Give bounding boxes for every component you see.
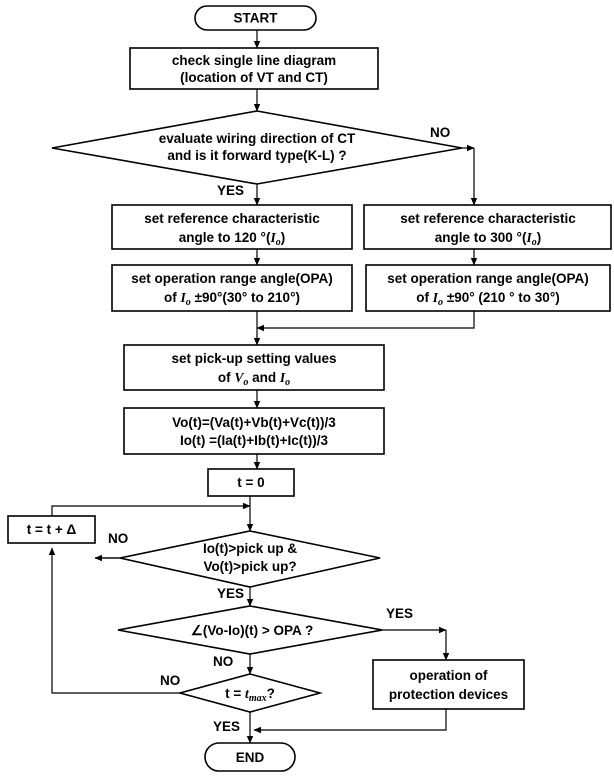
pickup-check-line-2: Vo(t)>pick up?	[203, 559, 296, 574]
pickup-decision: Io(t)>pick up & Vo(t)>pick up?	[119, 530, 381, 588]
formula-vo: Vo(t)=(Va(t)+Vb(t)+Vc(t))/3	[172, 415, 336, 430]
t-zero-label: t = 0	[237, 475, 264, 490]
check-process: check single line diagram (location of V…	[129, 47, 379, 90]
angle-no-label: NO	[213, 654, 233, 669]
ref-right-line-2: angle to 300 °(Io)	[435, 230, 541, 248]
tmax-decision: t = tmax?	[176, 673, 324, 713]
protection-process: operation of protection devices	[372, 659, 525, 710]
pickup-check-line-1: Io(t)>pick up &	[203, 541, 297, 556]
line-tinc-loop-back	[51, 502, 251, 516]
tmax-check-label: t = tmax?	[225, 686, 275, 704]
line-oparight-merge	[256, 311, 475, 332]
line-tmax-no-loop	[48, 547, 180, 694]
t-zero-process: t = 0	[207, 468, 295, 497]
opa-left-line-2: of Io ±90°(30° to 210°)	[164, 290, 300, 308]
opa-right-process: set operation range angle(OPA) of Io ±90…	[365, 264, 611, 312]
formula-io: Io(t) =(Ia(t)+Ib(t)+Ic(t))/3	[180, 433, 329, 448]
pickup-line-2: of Vo and Io	[218, 370, 290, 388]
angle-check-label: ∠(Vo-Io)(t) > OPA ?	[191, 623, 313, 638]
line-protection-to-end	[253, 709, 447, 734]
t-increment-process: t = t + Δ	[7, 515, 96, 544]
evaluate-line-2: and is it forward type(K-L) ?	[167, 148, 346, 163]
ref-right-line-1: set reference characteristic	[400, 211, 576, 226]
evaluate-no-label: NO	[430, 125, 450, 140]
evaluate-yes-label: YES	[217, 183, 244, 198]
start-label: START	[234, 11, 279, 26]
end-label: END	[236, 750, 265, 765]
ref-left-process: set reference characteristic angle to 12…	[111, 204, 353, 250]
protection-line-2: protection devices	[389, 687, 508, 702]
tmax-yes-label: YES	[213, 719, 240, 734]
angle-yes-label: YES	[386, 606, 413, 621]
pickup-yes-label: YES	[217, 586, 244, 601]
angle-decision: ∠(Vo-Io)(t) > OPA ?	[117, 605, 383, 655]
end-terminal: END	[204, 742, 296, 772]
ref-right-process: set reference characteristic angle to 30…	[363, 204, 612, 250]
start-terminal: START	[194, 5, 317, 31]
evaluate-decision: evaluate wiring direction of CT and is i…	[51, 110, 463, 185]
evaluate-line-1: evaluate wiring direction of CT	[159, 131, 356, 146]
pickup-line-1: set pick-up setting values	[171, 351, 336, 366]
opa-right-line-2: of Io ±90° (210 ° to 30°)	[416, 290, 559, 308]
connectors	[48, 30, 478, 744]
protection-line-1: operation of	[410, 668, 488, 683]
ref-left-line-1: set reference characteristic	[144, 211, 320, 226]
pickup-settings-process: set pick-up setting values of Vo and Io	[123, 344, 385, 391]
opa-left-process: set operation range angle(OPA) of Io ±90…	[111, 264, 353, 312]
tmax-no-label: NO	[160, 673, 180, 688]
opa-left-line-1: set operation range angle(OPA)	[131, 271, 333, 286]
t-increment-label: t = t + Δ	[27, 522, 77, 537]
ref-left-line-2: angle to 120 °(Io)	[179, 230, 285, 248]
check-line-2: (location of VT and CT)	[180, 70, 328, 85]
opa-right-line-1: set operation range angle(OPA)	[387, 271, 589, 286]
formula-process: Vo(t)=(Va(t)+Vb(t)+Vc(t))/3 Io(t) =(Ia(t…	[123, 407, 385, 455]
check-line-1: check single line diagram	[172, 53, 336, 68]
pickup-no-label: NO	[108, 531, 128, 546]
